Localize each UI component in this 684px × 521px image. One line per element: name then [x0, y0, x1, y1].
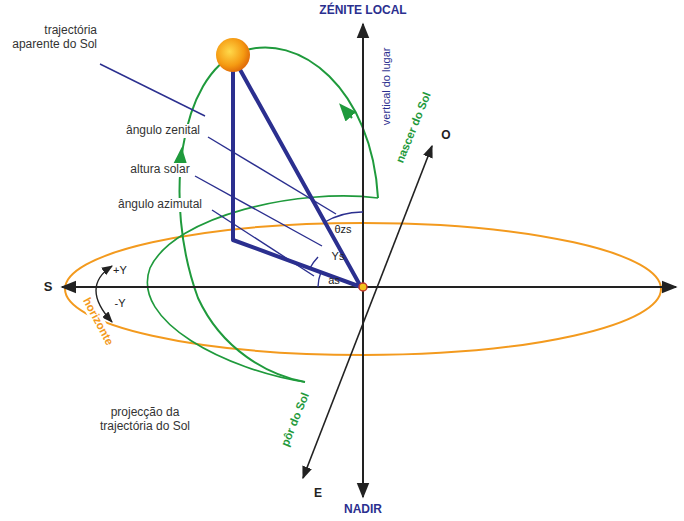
trajectory-arrow	[345, 110, 352, 118]
cardinal-point: E	[314, 487, 322, 501]
angle-symbol: as	[328, 274, 340, 287]
callout-label: ângulo azimutal	[116, 198, 204, 212]
callout-label: projecção da trajectória do Sol	[85, 406, 205, 434]
callout-label: ângulo zenital	[124, 124, 202, 138]
observer-point	[359, 283, 367, 291]
angle-symbol: θzs	[334, 223, 351, 236]
leader-line	[208, 137, 336, 214]
zenith-angle-arc	[323, 212, 363, 223]
altitude-arc	[310, 257, 318, 268]
axis-label: ZÉNITE LOCAL	[319, 4, 406, 18]
sign-label: -Y	[115, 297, 126, 310]
event-label: pôr do Sol	[277, 389, 312, 450]
vertical-axis	[362, 24, 364, 497]
axis-label: vertical do lugar	[380, 45, 393, 127]
leader-line	[100, 64, 205, 116]
axis-label: NADIR	[344, 503, 382, 517]
sun-trajectory	[180, 47, 378, 382]
cardinal-point: O	[441, 129, 450, 143]
callout-label: altura solar	[128, 163, 191, 177]
callout-label: trajectória aparente do Sol	[7, 24, 97, 52]
angle-symbol: Ys	[332, 250, 345, 263]
cardinal-point: S	[44, 280, 53, 295]
sun-angle-triangle	[233, 57, 361, 287]
leader-line	[212, 210, 314, 276]
sun-disc	[216, 38, 250, 72]
south-north-axis	[62, 286, 676, 288]
east-west-axis	[303, 146, 432, 478]
sign-label: +Y	[113, 264, 127, 277]
